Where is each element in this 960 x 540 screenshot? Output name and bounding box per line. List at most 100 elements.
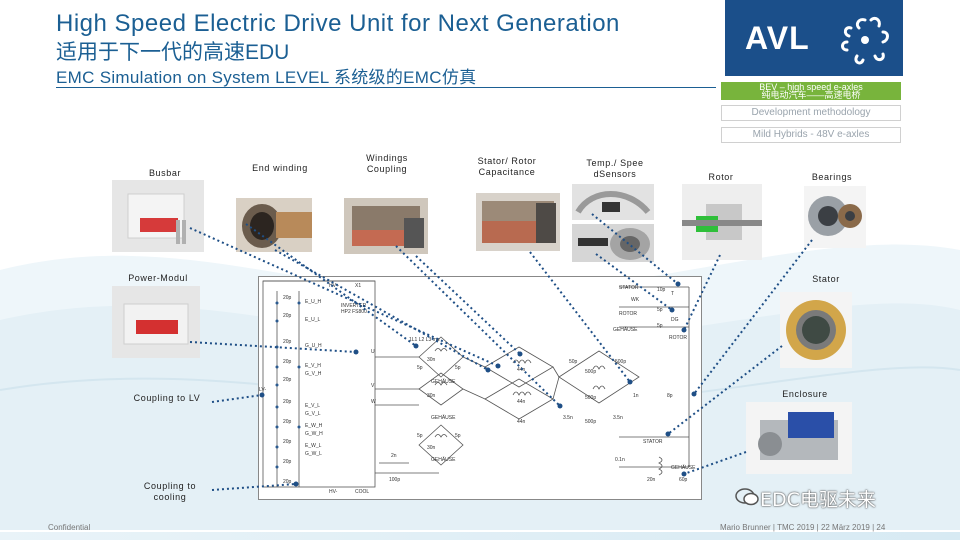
circuit-dg: DG (671, 317, 679, 323)
avl-logo: AVL (725, 0, 903, 76)
circuit-u: U (371, 349, 375, 355)
logo-text: AVL (745, 20, 810, 56)
sw-g-v-l: G_V_L (305, 411, 321, 417)
power-modul-image (112, 286, 200, 358)
cap-5p-2: 5p (455, 365, 461, 371)
temp-sensor-image (572, 184, 654, 220)
circuit-stator-top: STATOR (619, 285, 639, 291)
circuit-gehause-4: GEHÄUSE (613, 326, 638, 333)
circuit-drawing: HV+ X1 INVERTER HP2 FS800 LV- HV- COOL U… (259, 280, 696, 495)
circuit-gehause-2: GEHÄUSE (431, 414, 456, 421)
page-subtitle: EMC Simulation on System LEVEL 系统级的EMC仿真 (56, 68, 477, 87)
circuit-rotor-top: ROTOR (619, 311, 637, 317)
sw-e-v-h: E_V_H (305, 363, 321, 369)
footer-band (0, 532, 960, 540)
label-coupling-to-lv: Coupling to LV (133, 393, 201, 403)
speed-sensor-image (572, 224, 654, 262)
circuit-v: V (371, 383, 375, 389)
circuit-gehause-5: GEHÄUSE (671, 464, 696, 471)
windings-coupling-image (344, 198, 428, 254)
label-power-modul: Power-Modul (128, 273, 188, 283)
sw-g-w-l: G_W_L (305, 451, 322, 457)
label-busbar: Busbar (148, 168, 182, 178)
circuit-gehause-3: GEHÄUSE (431, 456, 456, 463)
sw-e-u-l: E_U_L (305, 317, 321, 323)
nav-bev-e-axles[interactable]: BEV – high speed e-axles 纯电动汽车——高速电桥 (721, 82, 901, 100)
circuit-hv-minus: HV- (329, 489, 338, 495)
page-title: High Speed Electric Drive Unit for Next … (56, 10, 620, 37)
nav-development-methodology[interactable]: Development methodology (721, 105, 901, 121)
cap-30n-3: 30n (427, 445, 436, 451)
label-coupling-to-cooling: Coupling to cooling (143, 481, 197, 502)
circuit-inverter-model: HP2 FS800 (341, 309, 367, 315)
stator-rotor-capacitance-image (476, 193, 560, 251)
label-temp-speed-sensors: Temp./ Spee dSensors (586, 158, 644, 179)
circuit-x1: X1 (355, 283, 361, 289)
cap-500p-1: 500p (585, 369, 596, 375)
circuit-w: W (371, 399, 376, 405)
cap-20p-7: 20p (283, 419, 292, 425)
cap-44n-2: 44n (517, 399, 526, 405)
cap-20p-6: 20p (283, 399, 292, 405)
cap-10p: 10p (657, 287, 666, 293)
label-rotor: Rotor (708, 172, 734, 182)
cap-20p-1: 20p (283, 295, 292, 301)
cap-30n-1: 30n (427, 357, 436, 363)
circuit-wk: WK (631, 297, 640, 303)
watermark-text: EDC电驱未来 (760, 489, 876, 511)
circuit-rotor: ROTOR (669, 335, 687, 341)
nav-bev-label-cn: 纯电动汽车——高速电桥 (761, 90, 861, 100)
emc-circuit-schematic: HV+ X1 INVERTER HP2 FS800 LV- HV- COOL U… (258, 276, 702, 500)
title-divider (56, 87, 716, 88)
cap-5p-5: 5p (657, 307, 663, 313)
cap-3-5n-2: 3.5n (613, 415, 623, 421)
sw-g-v-h: G_V_H (305, 371, 322, 377)
sw-e-w-h: E_W_H (305, 423, 323, 429)
label-stator-rotor-capacitance: Stator/ Rotor Capacitance (477, 156, 537, 177)
footer-author-date: Mario Brunner | TMC 2019 | 22 März 2019 … (720, 523, 886, 532)
stator-image (780, 292, 852, 368)
label-windings-coupling: Windings Coupling (366, 153, 408, 174)
circuit-cool: COOL (355, 489, 369, 495)
cap-20p-4: 20p (283, 359, 292, 365)
circuit-gehause-1: GEHÄUSE (431, 378, 456, 385)
circuit-t: T (671, 291, 674, 297)
cap-20n: 20n (647, 477, 656, 483)
logo-swirl-icon (841, 16, 889, 65)
cap-20p-8: 20p (283, 439, 292, 445)
cap-20p-9: 20p (283, 459, 292, 465)
page-title-chinese: 适用于下一代的高速EDU (56, 41, 290, 64)
circuit-stator: STATOR (643, 439, 663, 445)
cap-5p-4: 5p (455, 433, 461, 439)
rotor-image (682, 184, 762, 260)
cap-5p-1: 5p (417, 365, 423, 371)
cap-30n-2: 30n (427, 393, 436, 399)
sw-g-u-h: G_U_H (305, 343, 322, 349)
circuit-phase-header: 1L1 L2 L3 mu (409, 337, 440, 343)
cap-5p-6: 5p (657, 323, 663, 329)
sw-e-u-h: E_U_H (305, 299, 322, 305)
circuit-lv: LV- (259, 387, 266, 393)
circuit-hv-plus: HV+ (329, 283, 339, 289)
busbar-image (112, 180, 204, 252)
cap-20p-2: 20p (283, 313, 292, 319)
cap-5p-3: 5p (417, 433, 423, 439)
sw-e-w-l: E_W_L (305, 443, 322, 449)
label-enclosure: Enclosure (782, 389, 828, 399)
cap-60p: 60p (679, 477, 688, 483)
cap-100p: 100p (389, 477, 400, 483)
cap-500p-4: 500p (615, 359, 626, 365)
label-end-winding: End winding (252, 163, 308, 173)
cap-20p-3: 20p (283, 339, 292, 345)
cap-500p-2: 500p (585, 395, 596, 401)
cap-500p-3: 500p (585, 419, 596, 425)
cap-50p: 50p (569, 359, 578, 365)
label-bearings: Bearings (811, 172, 853, 182)
cap-8p: 8p (667, 393, 673, 399)
cap-2n: 2n (391, 453, 397, 459)
nav-mild-hybrids[interactable]: Mild Hybrids - 48V e-axles (721, 127, 901, 143)
label-stator: Stator (812, 274, 840, 284)
cap-44n-1: 44n (517, 367, 526, 373)
footer-confidential: Confidential (48, 523, 91, 532)
end-winding-image (236, 198, 312, 252)
